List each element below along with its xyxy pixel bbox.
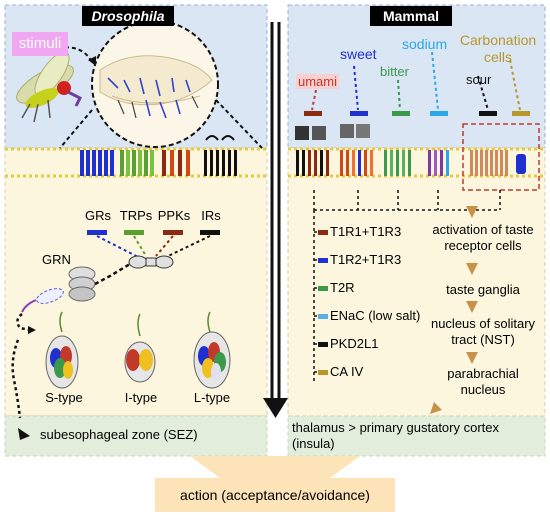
gr-receptor bbox=[80, 150, 114, 176]
taste-connectors bbox=[311, 51, 521, 111]
ca-iv-receptor bbox=[516, 154, 526, 174]
receptor-label-ppks: PPKs bbox=[157, 208, 191, 223]
pathway-step-nst: nucleus of solitary tract (NST) bbox=[430, 316, 536, 347]
sweet-label: sweet bbox=[340, 46, 377, 62]
bitter-label: bitter bbox=[380, 64, 409, 79]
legend-swatch-enac bbox=[318, 314, 328, 319]
legend-label: T2R bbox=[330, 280, 355, 295]
sez-connector bbox=[11, 339, 22, 419]
drosophila-title: Drosophila bbox=[82, 6, 174, 26]
legend-item-t2r: T2R bbox=[330, 280, 355, 295]
receptor-label-irs: IRs bbox=[201, 208, 221, 223]
i-type-label: I-type bbox=[124, 390, 158, 405]
legend-label: T1R2+T1R3 bbox=[330, 252, 402, 267]
pathway-step-ganglia: taste ganglia bbox=[446, 282, 520, 297]
legend-label: T1R1+T1R3 bbox=[330, 224, 402, 239]
magnified-circle bbox=[91, 20, 219, 148]
gr-swatch bbox=[87, 230, 107, 235]
receptor-connectors bbox=[96, 235, 211, 259]
legend-item-t1r2-t1r3: T1R2+T1R3 bbox=[330, 252, 401, 267]
legend-swatch-t1r2 bbox=[318, 258, 328, 263]
legend-item-ca-iv: CA IV bbox=[330, 364, 363, 379]
mammal-title: Mammal bbox=[370, 6, 452, 26]
sez-label: subesophageal zone (SEZ) bbox=[40, 427, 198, 442]
stimuli-arrow-head bbox=[88, 56, 96, 66]
carbonation-label: Carbonation cells bbox=[459, 32, 537, 65]
sodium-receptor bbox=[428, 150, 449, 176]
pkd2l1-receptor bbox=[470, 150, 508, 176]
stimuli-label: stimuli bbox=[12, 32, 68, 56]
sez-arrow-head bbox=[18, 428, 30, 440]
ppk-receptor bbox=[162, 150, 190, 176]
right-cream-region bbox=[287, 147, 546, 417]
legend-label: PKD2L1 bbox=[330, 336, 379, 351]
sour-label: sour bbox=[466, 72, 492, 87]
left-green-band bbox=[4, 415, 268, 457]
sweet-receptor bbox=[340, 124, 373, 176]
s-type-sensillum bbox=[45, 311, 79, 389]
funnel-shape bbox=[190, 456, 360, 478]
umami-receptor bbox=[295, 126, 329, 176]
pathway-arrows bbox=[430, 206, 478, 414]
receptor-label-trps: TRPs bbox=[119, 208, 153, 223]
right-green-band bbox=[287, 415, 546, 457]
umami-label: umami bbox=[296, 74, 340, 89]
legend-swatch-t1r1 bbox=[318, 230, 328, 235]
sodium-label: sodium bbox=[402, 36, 448, 52]
legend-swatch-pkd2l1 bbox=[318, 342, 328, 347]
s-type-label: S-type bbox=[45, 390, 83, 405]
receptor-label-grs: GRs bbox=[85, 208, 111, 223]
trp-receptor bbox=[120, 150, 154, 176]
legend-swatch-t2r bbox=[318, 286, 328, 291]
action-box: action (acceptance/avoidance) bbox=[155, 478, 395, 512]
channel-knot bbox=[128, 255, 174, 269]
grn-label: GRN bbox=[42, 252, 71, 267]
legend-item-enac: ENaC (low salt) bbox=[330, 308, 420, 323]
legend-label: ENaC (low salt) bbox=[330, 308, 421, 323]
trp-swatch bbox=[124, 230, 144, 235]
zoom-line-left bbox=[59, 109, 93, 149]
taste-swatches bbox=[304, 111, 530, 116]
pathway-step-activation: activation of taste receptor cells bbox=[432, 222, 534, 253]
legend-swatch-ca-iv bbox=[318, 370, 328, 375]
ppk-swatch bbox=[163, 230, 183, 235]
l-type-sensillum bbox=[193, 311, 231, 389]
fly-illustration bbox=[16, 51, 83, 123]
ir-receptor bbox=[204, 135, 237, 176]
bitter-receptor bbox=[384, 150, 411, 176]
grn-neuron bbox=[16, 262, 131, 334]
thalamus-label: thalamus > primary gustatory cortex (ins… bbox=[292, 420, 499, 451]
legend-item-pkd2l1: PKD2L1 bbox=[330, 336, 378, 351]
i-type-sensillum bbox=[124, 313, 156, 383]
center-arrow-head bbox=[263, 398, 288, 418]
l-type-label: L-type bbox=[193, 390, 231, 405]
ir-swatch bbox=[200, 230, 220, 235]
sour-carbonation-box bbox=[462, 123, 540, 191]
pathway-step-parabrachial: parabrachial nucleus bbox=[447, 366, 519, 397]
legend-item-t1r1-t1r3: T1R1+T1R3 bbox=[330, 224, 401, 239]
legend-label: CA IV bbox=[330, 364, 364, 379]
